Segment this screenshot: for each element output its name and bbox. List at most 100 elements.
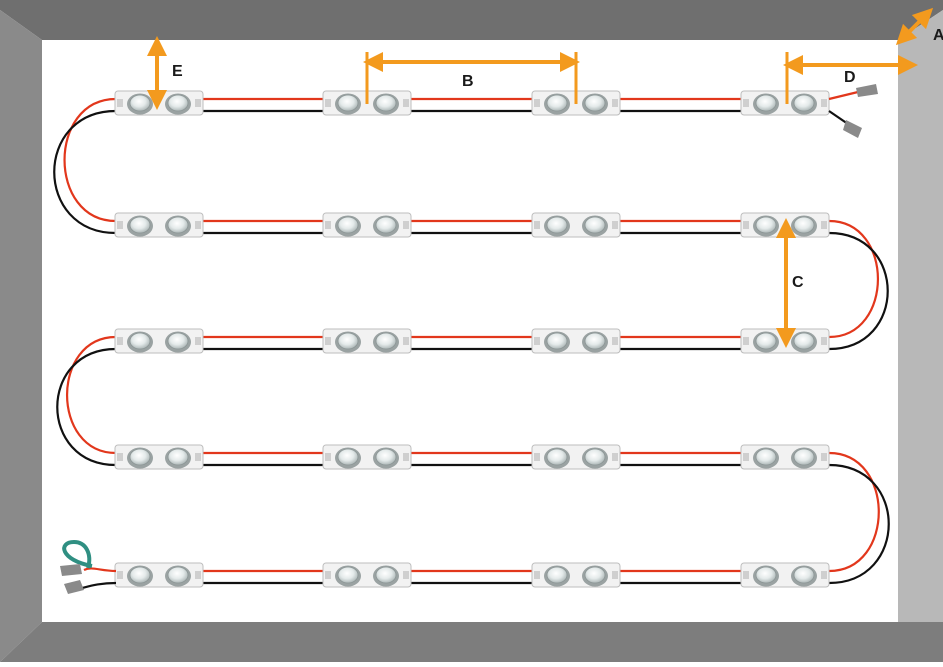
- led-module: [322, 562, 412, 588]
- led-lens: [584, 566, 606, 584]
- module-end-tab: [821, 453, 827, 461]
- module-end-tab: [612, 453, 618, 461]
- led-lens: [793, 332, 815, 350]
- led-lens: [546, 332, 568, 350]
- dimension-b-label: B: [462, 73, 474, 90]
- wire-positive-loop-3: [65, 335, 117, 455]
- module-end-tab: [195, 571, 201, 579]
- module-end-tab: [743, 453, 749, 461]
- led-lens: [337, 216, 359, 234]
- led-module: [114, 328, 204, 354]
- led-lens: [546, 566, 568, 584]
- input-connector-positive: [60, 564, 82, 576]
- led-module: [531, 328, 621, 354]
- led-module: [322, 212, 412, 238]
- led-module: [740, 444, 830, 470]
- dimension-c-label: C: [792, 274, 804, 291]
- led-lens: [375, 332, 397, 350]
- module-end-tab: [534, 99, 540, 107]
- led-lens: [375, 566, 397, 584]
- led-module: [114, 212, 204, 238]
- module-end-tab: [325, 571, 331, 579]
- led-module: [531, 562, 621, 588]
- module-end-tab: [325, 99, 331, 107]
- module-end-tab: [195, 453, 201, 461]
- wire-negative-loop-2: [828, 231, 889, 351]
- led-lens: [793, 216, 815, 234]
- wire-positive-loop-4: [828, 451, 880, 573]
- led-lens: [546, 94, 568, 112]
- dimension-a-label: A: [933, 27, 943, 44]
- module-end-tab: [743, 221, 749, 229]
- led-lens: [793, 566, 815, 584]
- module-end-tab: [743, 337, 749, 345]
- dimension-markers: A B C D E: [147, 7, 943, 348]
- wire-negative-loop-1: [53, 109, 117, 235]
- module-end-tab: [117, 571, 123, 579]
- module-end-tab: [534, 453, 540, 461]
- led-lens: [375, 94, 397, 112]
- led-module: [740, 90, 830, 116]
- frame-bottom: [0, 622, 943, 662]
- input-wire-positive: [83, 567, 117, 573]
- module-end-tab: [821, 99, 827, 107]
- led-lens: [755, 448, 777, 466]
- input-connector-negative: [64, 580, 84, 594]
- led-lens: [755, 332, 777, 350]
- led-lens: [375, 448, 397, 466]
- led-lens: [129, 216, 151, 234]
- output-wire-positive: [828, 90, 859, 101]
- led-lens: [129, 448, 151, 466]
- module-end-tab: [117, 99, 123, 107]
- led-module: [322, 444, 412, 470]
- dimension-e-label: E: [172, 63, 183, 80]
- led-lens: [793, 448, 815, 466]
- led-lens: [584, 216, 606, 234]
- module-end-tab: [117, 221, 123, 229]
- output-connector-negative: [843, 120, 862, 138]
- module-end-tab: [403, 221, 409, 229]
- led-lens: [755, 216, 777, 234]
- led-lens: [584, 94, 606, 112]
- wire-positive-loop-1: [63, 97, 117, 223]
- module-end-tab: [612, 337, 618, 345]
- module-end-tab: [534, 571, 540, 579]
- module-end-tab: [325, 221, 331, 229]
- led-lens: [167, 332, 189, 350]
- module-end-tab: [821, 571, 827, 579]
- module-end-tab: [195, 221, 201, 229]
- wire-negative-loop-3: [56, 347, 117, 467]
- led-module: [740, 328, 830, 354]
- led-lens: [375, 216, 397, 234]
- input-feed-cable: [62, 539, 93, 569]
- led-module: [531, 212, 621, 238]
- module-end-tab: [612, 99, 618, 107]
- module-end-tab: [821, 337, 827, 345]
- wire-negative-loop-4: [828, 463, 890, 585]
- module-end-tab: [117, 337, 123, 345]
- module-end-tab: [325, 337, 331, 345]
- led-lens: [755, 566, 777, 584]
- led-lens: [167, 448, 189, 466]
- module-end-tab: [117, 453, 123, 461]
- module-end-tab: [534, 221, 540, 229]
- led-lens: [167, 566, 189, 584]
- led-module: [114, 562, 204, 588]
- led-lens: [167, 94, 189, 112]
- led-lens: [546, 216, 568, 234]
- module-end-tab: [612, 571, 618, 579]
- dimension-d-label: D: [844, 69, 856, 86]
- led-modules: [114, 90, 830, 588]
- module-end-tab: [743, 571, 749, 579]
- module-end-tab: [403, 99, 409, 107]
- wiring: [53, 97, 890, 585]
- led-lens: [129, 94, 151, 112]
- module-end-tab: [403, 571, 409, 579]
- led-lens: [167, 216, 189, 234]
- output-wire-negative: [828, 110, 849, 125]
- module-end-tab: [195, 337, 201, 345]
- led-module: [114, 444, 204, 470]
- module-end-tab: [534, 337, 540, 345]
- led-lens: [793, 94, 815, 112]
